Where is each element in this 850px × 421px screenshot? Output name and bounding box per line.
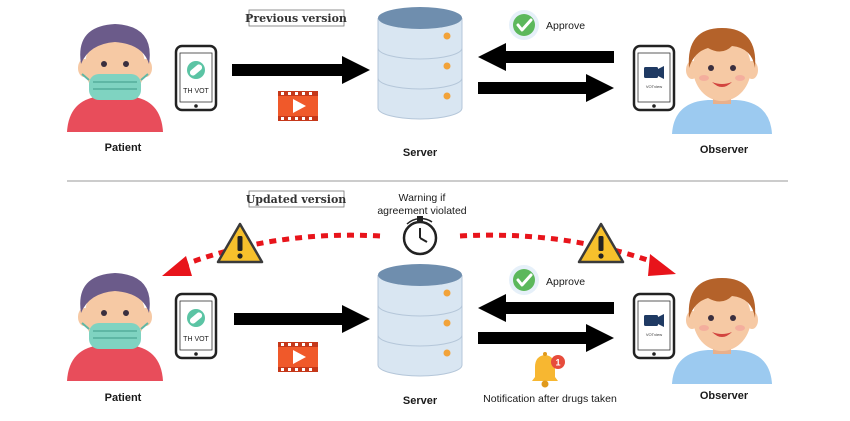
server-label: Server xyxy=(403,395,438,407)
stopwatch-icon xyxy=(402,216,438,256)
server-to-observer-arrow xyxy=(478,74,614,102)
patient-avatar-icon xyxy=(66,272,164,382)
notification-badge xyxy=(551,355,565,369)
right-warning-icon xyxy=(577,222,625,264)
patient-label: Patient xyxy=(105,142,142,154)
patient-phone-text: TH VOT xyxy=(183,88,209,95)
right-warning-dashed-arrow xyxy=(459,232,665,269)
approve-label: Approve xyxy=(546,20,585,32)
server-icon xyxy=(377,6,463,120)
patient-avatar-icon xyxy=(66,23,164,133)
video-play-icon xyxy=(278,342,318,372)
observer-phone-text: VOTview xyxy=(646,84,662,89)
updated-version-section: Updated version Warning if agreement vio… xyxy=(66,190,772,407)
observer-avatar-icon xyxy=(672,28,772,134)
observer-phone-icon: VOTview xyxy=(632,292,676,360)
previous-version-box xyxy=(248,9,345,27)
left-warning-arrowhead xyxy=(162,256,192,276)
observer-phone-icon: VOTview xyxy=(632,44,676,112)
observer-avatar-icon xyxy=(672,278,772,384)
updated-version-box xyxy=(248,190,345,208)
approve-check-icon xyxy=(507,8,541,42)
observer-phone-text: VOTview xyxy=(646,332,662,337)
observer-to-server-arrow xyxy=(478,43,614,71)
notification-label: Notification after drugs taken xyxy=(483,393,617,405)
left-warning-dashed-arrow xyxy=(175,232,381,271)
patient-label: Patient xyxy=(105,392,142,404)
video-play-icon xyxy=(278,91,318,121)
patient-phone-icon: TH VOT xyxy=(174,292,218,360)
previous-version-label: Previous version xyxy=(245,12,347,25)
previous-version-section: Previous version Patient TH VOT Server A… xyxy=(66,6,772,159)
left-warning-icon xyxy=(216,222,264,264)
patient-to-server-arrow xyxy=(232,56,370,84)
patient-to-server-arrow xyxy=(234,305,370,333)
observer-label: Observer xyxy=(700,390,749,402)
right-warning-arrowhead xyxy=(648,254,676,276)
patient-phone-text: TH VOT xyxy=(183,336,209,343)
server-icon xyxy=(377,263,463,377)
approve-label: Approve xyxy=(546,276,585,288)
server-label: Server xyxy=(403,147,438,159)
bell-icon: 1 xyxy=(532,352,565,388)
approve-check-icon xyxy=(507,263,541,297)
updated-version-label: Updated version xyxy=(246,193,347,206)
observer-label: Observer xyxy=(700,144,749,156)
notification-count: 1 xyxy=(555,358,560,368)
observer-to-server-arrow xyxy=(478,294,614,322)
server-to-observer-arrow xyxy=(478,324,614,352)
patient-phone-icon: TH VOT xyxy=(174,44,218,112)
warning-text-line1: Warning if xyxy=(399,192,446,204)
warning-text-line2: agreement violated xyxy=(377,205,466,217)
